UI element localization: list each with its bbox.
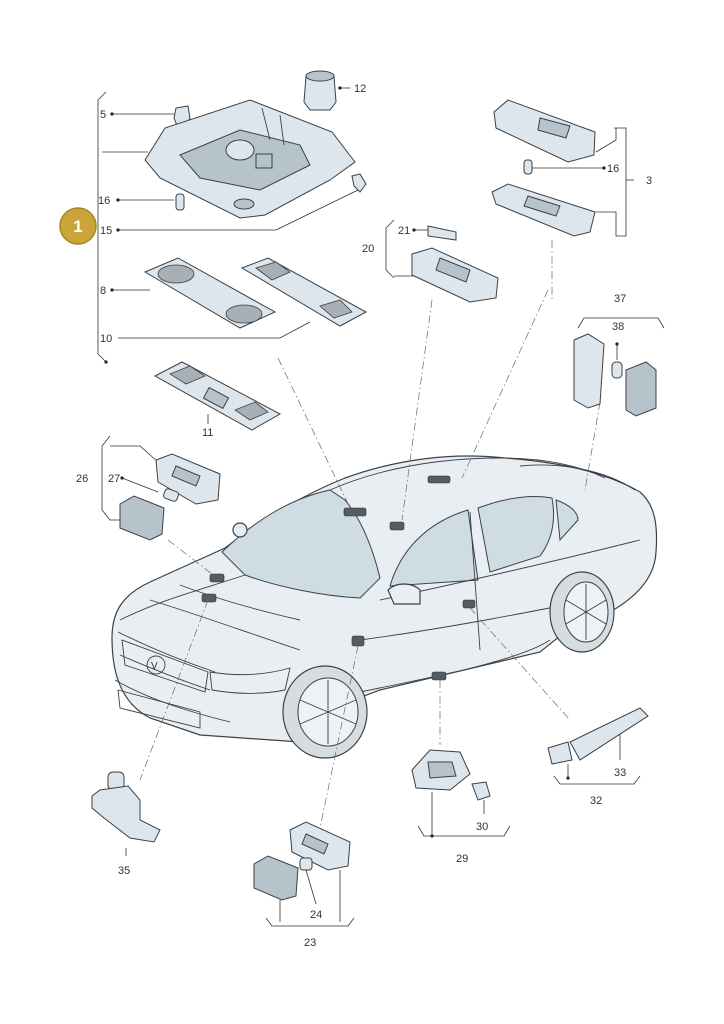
- callout-29: 29: [456, 853, 468, 865]
- callout-23: 23: [304, 937, 316, 949]
- group-29: [411, 749, 511, 838]
- badge-number: 1: [73, 217, 82, 236]
- vw-logo-mark: V: [151, 661, 158, 672]
- part-10-textured-lens: [118, 257, 368, 339]
- marker-door: [462, 599, 476, 609]
- group-37: [573, 317, 665, 417]
- vehicle-sedan-illustration: V: [111, 455, 658, 759]
- callout-30: 30: [476, 821, 488, 833]
- callout-11: 11: [202, 427, 213, 439]
- marker-fender: [351, 635, 365, 647]
- group-1-bracket: [97, 91, 108, 364]
- callout-38: 38: [612, 321, 624, 333]
- callout-12: 12: [354, 83, 366, 95]
- callout-26: 26: [76, 473, 88, 485]
- part-interior-light-housing: [102, 99, 356, 219]
- group-20: [385, 219, 499, 303]
- callout-10: 10: [100, 333, 112, 345]
- position-badge: 1: [59, 207, 97, 245]
- part-screw: [275, 173, 367, 231]
- part-16-bulb-left: [116, 193, 185, 211]
- callout-32: 32: [590, 795, 602, 807]
- part-11-lens-panel: [153, 361, 282, 431]
- callout-8: 8: [100, 285, 106, 297]
- part-12-bulb-holder: [303, 70, 350, 111]
- callout-33: 33: [614, 767, 626, 779]
- part-35-sensor: [91, 771, 161, 856]
- callout-35: 35: [118, 865, 130, 877]
- marker-roof-rear: [427, 475, 451, 484]
- dashed-leaders: [139, 240, 601, 829]
- callout-16-right: 16: [607, 163, 619, 175]
- callout-15: 15: [100, 225, 112, 237]
- callout-20: 20: [362, 243, 374, 255]
- group-3: [491, 99, 634, 237]
- callout-37: 37: [614, 293, 626, 305]
- callout-labels: 3 5 8 10 11 12 15 16 16 20 21 23 24 26 2…: [76, 83, 652, 949]
- marker-hood-left: [201, 593, 217, 603]
- callout-16-left: 16: [98, 195, 110, 207]
- group-26: [101, 435, 221, 541]
- group-23: [253, 821, 355, 927]
- callout-21: 21: [398, 225, 410, 237]
- marker-hood-front: [209, 573, 225, 583]
- callout-27: 27: [108, 473, 120, 485]
- callout-5: 5: [100, 109, 106, 121]
- marker-sill: [431, 671, 447, 681]
- callout-24: 24: [310, 909, 322, 921]
- group-32: [547, 707, 649, 785]
- marker-roof-front: [343, 507, 367, 517]
- marker-roof-mid: [389, 521, 405, 531]
- part-8-lens-cover: [110, 257, 277, 329]
- callout-3: 3: [646, 175, 652, 187]
- location-markers: [201, 475, 476, 681]
